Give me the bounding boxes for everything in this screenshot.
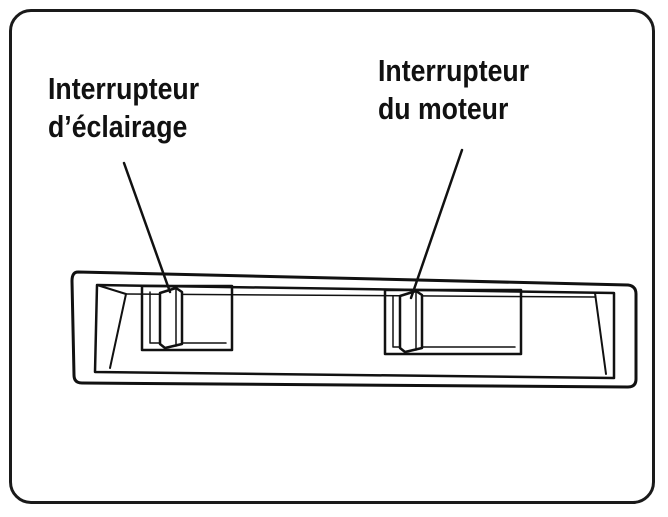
- light-switch-housing: [140, 284, 234, 352]
- panel-left-wall: [96, 284, 127, 369]
- light-switch-label: Interrupteur d’éclairage: [48, 70, 199, 146]
- light-switch-label-line1: Interrupteur: [48, 71, 200, 106]
- motor-switch-label: Interrupteur du moteur: [378, 52, 529, 128]
- panel-right-wall: [594, 292, 615, 375]
- motor-switch-label-line1: Interrupteur: [378, 53, 530, 88]
- light-switch-rocker: [158, 286, 184, 350]
- panel-outer-bezel: [70, 270, 638, 389]
- motor-switch-rocker: [398, 289, 424, 354]
- panel-inner-top-edge: [125, 293, 596, 298]
- light-switch-label-line2: d’éclairage: [48, 109, 188, 144]
- leader-line-motor-switch: [409, 148, 464, 300]
- leader-line-light-switch: [122, 161, 172, 294]
- motor-switch-housing: [383, 288, 523, 356]
- motor-switch-label-line2: du moteur: [378, 91, 509, 126]
- diagram-frame: [9, 9, 655, 504]
